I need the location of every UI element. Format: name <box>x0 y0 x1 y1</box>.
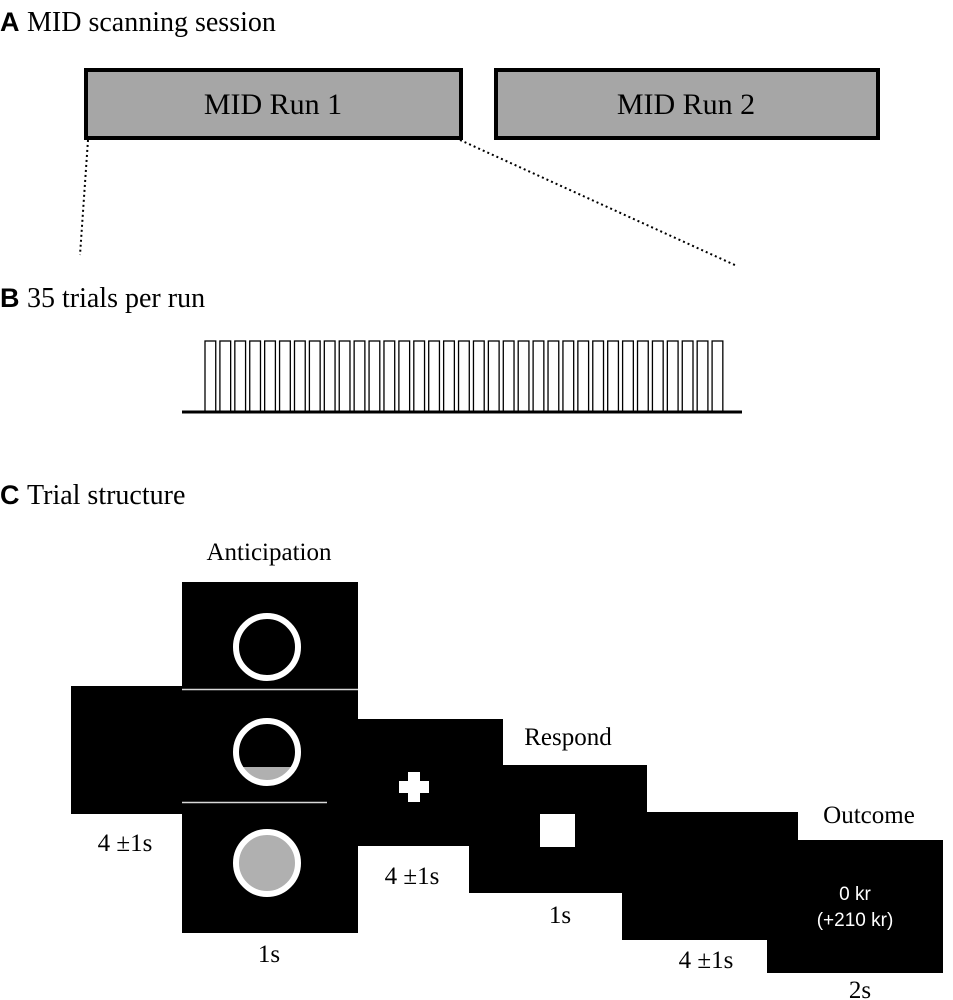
trial-bar <box>666 340 679 413</box>
cue-duration: 1s <box>258 941 280 968</box>
outcome-label: Outcome <box>823 802 915 829</box>
trial-bar <box>562 340 575 413</box>
fixation-duration: 4 ±1s <box>98 830 153 857</box>
trial-bar <box>651 340 664 413</box>
outcome-duration: 2s <box>849 977 871 1000</box>
trial-bar <box>517 340 530 413</box>
trial-bar <box>368 340 381 413</box>
cue-circle-empty <box>233 613 301 681</box>
respond-label: Respond <box>524 724 612 751</box>
outcome-total: (+210 kr) <box>817 910 894 931</box>
trial-bar <box>204 340 217 413</box>
outcome-screen <box>767 840 943 973</box>
trial-bar <box>442 340 456 413</box>
trial-bar <box>711 340 724 413</box>
trial-bar <box>398 340 411 413</box>
cue-circle-full <box>233 829 301 897</box>
trial-bar <box>323 340 336 413</box>
post-duration: 4 ±1s <box>679 947 734 974</box>
trial-bar <box>502 340 515 413</box>
trial-bar <box>249 340 262 413</box>
trial-bar <box>607 340 620 413</box>
panel-b-title: 35 trials per run <box>27 283 205 314</box>
trial-bar <box>472 340 485 413</box>
trial-bar <box>353 340 366 413</box>
panel-b: B 35 trials per run <box>0 283 742 414</box>
trial-bar <box>338 340 351 413</box>
trial-bar <box>547 340 560 413</box>
trial-bar <box>681 340 694 413</box>
trial-bar <box>234 340 247 413</box>
cue-circle-half <box>233 718 301 786</box>
trial-bar <box>592 340 605 413</box>
target-square-icon <box>540 814 575 847</box>
trial-bar <box>383 340 396 413</box>
run-2-box <box>494 68 880 140</box>
trial-bar <box>621 340 634 413</box>
panel-a-title: MID scanning session <box>27 7 276 38</box>
trial-bar <box>264 340 277 413</box>
panel-a-letter: A <box>0 7 20 37</box>
trial-bar <box>487 340 500 413</box>
trial-bar <box>293 340 306 413</box>
panel-a: A MID scanning session MID Run 1 MID Run… <box>0 7 880 267</box>
fixation-cross-icon <box>399 772 429 802</box>
trial-bar <box>696 340 709 413</box>
trial-bar <box>636 340 649 413</box>
trial-bar <box>308 340 321 413</box>
panel-c-title: Trial structure <box>27 480 185 511</box>
zoom-line-right <box>459 139 738 267</box>
run-1-label: MID Run 1 <box>204 88 342 121</box>
cue-screen-top <box>182 582 358 689</box>
anticipation-label: Anticipation <box>207 539 332 566</box>
panel-c-letter: C <box>0 480 20 510</box>
trial-bar <box>278 340 291 413</box>
panel-b-letter: B <box>0 283 20 313</box>
outcome-amount: 0 kr <box>839 884 871 905</box>
run-2-label: MID Run 2 <box>617 88 755 121</box>
target-duration: 1s <box>549 902 571 929</box>
delay-duration: 4 ±1s <box>385 863 440 890</box>
trial-bar <box>219 340 232 413</box>
trial-bar <box>428 340 441 413</box>
fixation-screen <box>71 686 183 814</box>
trial-bars <box>204 340 724 413</box>
trial-bar <box>577 340 590 413</box>
trial-bar <box>532 340 545 413</box>
run-1-box <box>84 68 463 140</box>
trial-bar <box>457 340 470 413</box>
trial-bar <box>413 340 426 413</box>
zoom-line-left <box>79 139 89 256</box>
panel-c: C Trial structure Anticipation 4 ±1s 1s <box>0 480 943 1000</box>
